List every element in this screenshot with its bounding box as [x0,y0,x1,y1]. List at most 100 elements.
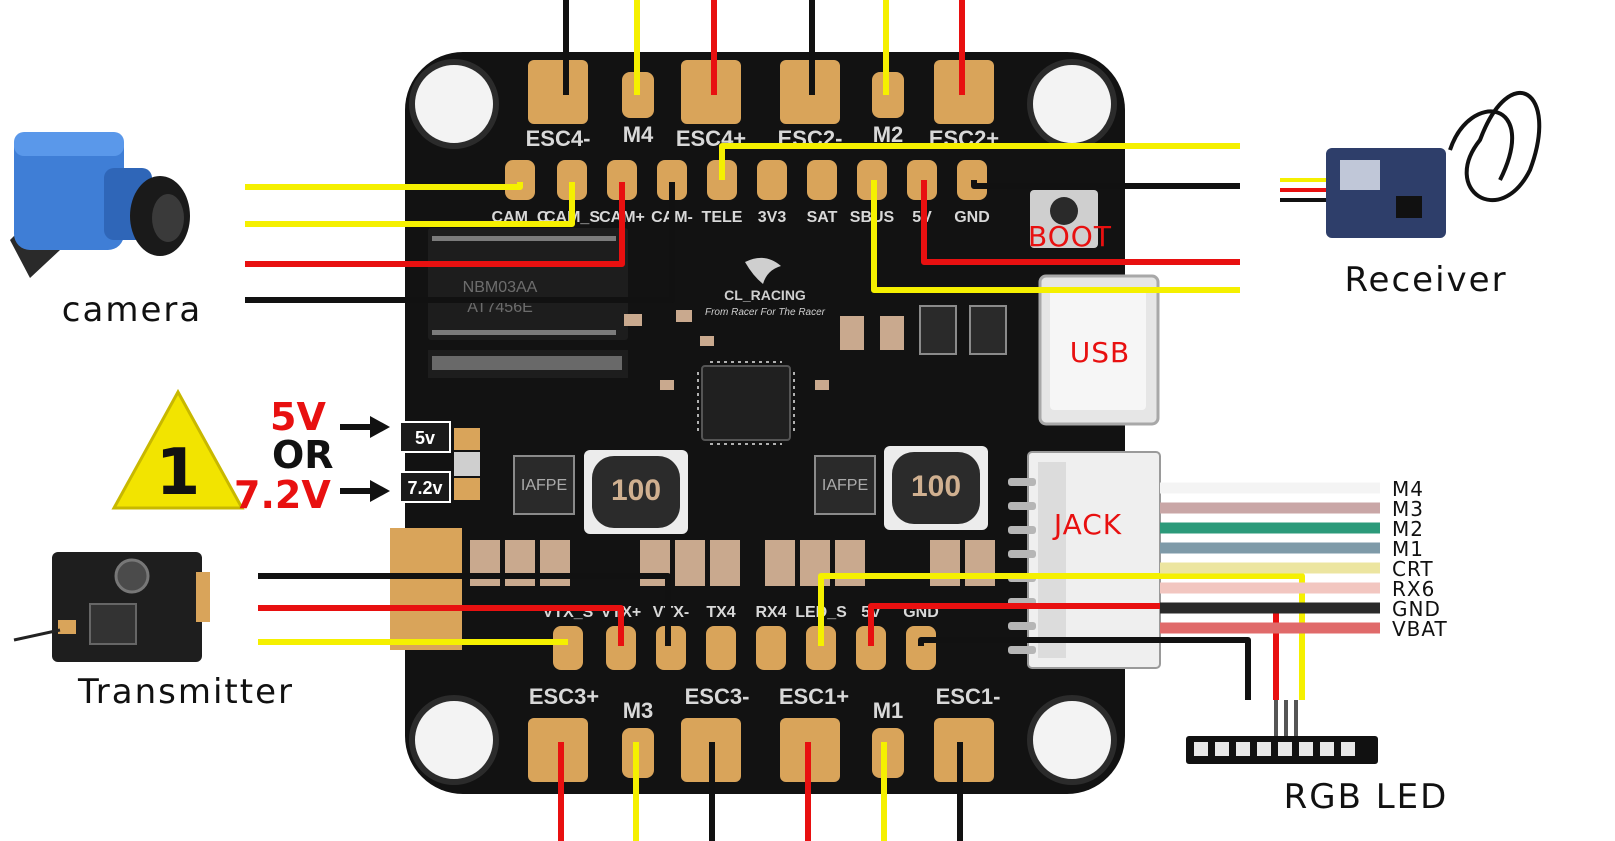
bottom-pad-label: ESC1- [936,684,1001,709]
jack-pin-label: M2 [1392,517,1424,541]
pad-vtx-s [553,626,583,670]
usb-label: USB [1070,336,1130,369]
camera-wires [245,182,675,303]
boot-button-knob [1050,197,1078,225]
upper-pin-label: TELE [702,209,743,226]
wire-tele [719,143,1240,180]
camera-body [14,132,124,250]
boot-label: BOOT [1028,220,1112,253]
led-header [1274,700,1298,736]
mosfet-right-mark: IAFPE [822,477,868,494]
pad-cam-s [557,160,587,200]
bottom-pad-label: ESC3+ [529,684,599,709]
transmitter-illustration [13,552,210,662]
top-pad-label: M4 [623,122,654,147]
pad-sat [807,160,837,200]
mosfets [919,305,1007,355]
top-pad-label: M2 [873,122,904,147]
wire-cam-pos [245,182,625,267]
lower-pin-label: TX4 [706,604,735,621]
inductor-right: 100 [884,446,988,530]
wire-cam-s [245,182,575,227]
pad-rx4 [756,626,786,670]
mcu-chip [701,365,791,441]
upper-pin-label: 3V3 [758,209,787,226]
pad-lower-5v [856,626,886,670]
mounting-hole [1027,59,1117,149]
wire-vtx-neg [258,573,671,646]
pin-header-pins [432,356,622,370]
regulator-chips [513,455,876,515]
arrow-right-icon [370,416,390,438]
motor-wires [558,0,965,841]
pad-esc1-neg [934,718,994,782]
bottom-pad-label: ESC3- [685,684,750,709]
transmitter-connector [58,620,76,634]
upper-pin-label: GND [954,209,990,226]
receiver-chip [1340,160,1380,190]
tantalum-capacitor [390,528,462,650]
usb-connector [1038,274,1160,426]
pad-m1 [872,728,904,778]
jumper-72v-label: 7.2v [407,478,442,498]
voltage-jumper [399,421,480,503]
jack-connector [1008,451,1161,669]
lower-pin-label: RX4 [755,604,786,621]
transmitter-label: Transmitter [77,672,294,712]
osd-chip: NBM03AA AT7456E [428,228,628,340]
pad-cam-neg [657,160,687,200]
transmitter-chip [89,603,137,645]
receiver-label: Receiver [1344,260,1507,300]
mounting-hole [409,59,499,149]
osd-chip-body [428,228,628,340]
jack-pin-label: CRT [1392,557,1434,581]
driver-chip-top-mark: NBM03AA [463,279,538,296]
wire-led-gnd [918,637,1251,700]
voltage-5v-label: 5V [270,395,326,439]
jack-pin-label: M1 [1392,537,1424,561]
rgb-led-label: RGB LED [1284,777,1449,817]
wire-sbus [871,180,1240,293]
pad-vtx-pos [606,626,636,670]
osd-chip-pins [432,330,616,335]
driver-chip-bottom-mark: AT7456E [467,299,533,316]
brand-slogan: From Racer For The Racer [705,307,826,318]
jumper-5v-label: 5v [415,428,435,448]
jack-pin-label: M4 [1392,477,1424,501]
wire-rx-5v [921,180,1240,265]
transmitter-inductor [114,558,150,594]
wire-cam-c [245,182,523,190]
voltage-72v-label: 7.2V [234,473,331,517]
wire-rx-gnd [971,180,1240,189]
warning-number: 1 [156,436,201,510]
receiver-chip [1396,196,1422,218]
pad-3v3 [757,160,787,200]
camera-top [14,132,124,156]
pad-led-s [806,626,836,670]
arrow-shaft [340,424,370,430]
wire-led-s [818,573,1305,700]
pin-header-strip [428,350,628,378]
receiver-illustration [1280,91,1542,238]
transmitter-wires [258,573,671,646]
pad-cam-c [505,160,535,200]
pad-lower-gnd [906,626,936,670]
transmitter-pads [196,572,210,622]
wire-led-5v [868,603,1279,700]
bottom-pad-label: M3 [623,698,654,723]
pad-cam-pos [607,160,637,200]
bottom-pad-label: M1 [873,698,904,723]
mounting-hole [1027,695,1117,785]
camera-label: camera [62,290,202,330]
inductor-right-value: 100 [911,470,961,503]
voltage-arrows [340,416,390,502]
wire-vtx-pos [258,605,624,646]
transmitter-antenna [13,628,61,642]
flight-controller-board: ESC4- M4 ESC4+ ESC2- M2 ESC2+ CAM_C CAM_… [390,52,1161,794]
jack-pin-label: M3 [1392,497,1424,521]
jack-label: JACK [1052,508,1122,541]
jack-pin-label: RX6 [1392,577,1435,601]
camera-illustration [10,132,190,278]
arrow-shaft [340,488,370,494]
